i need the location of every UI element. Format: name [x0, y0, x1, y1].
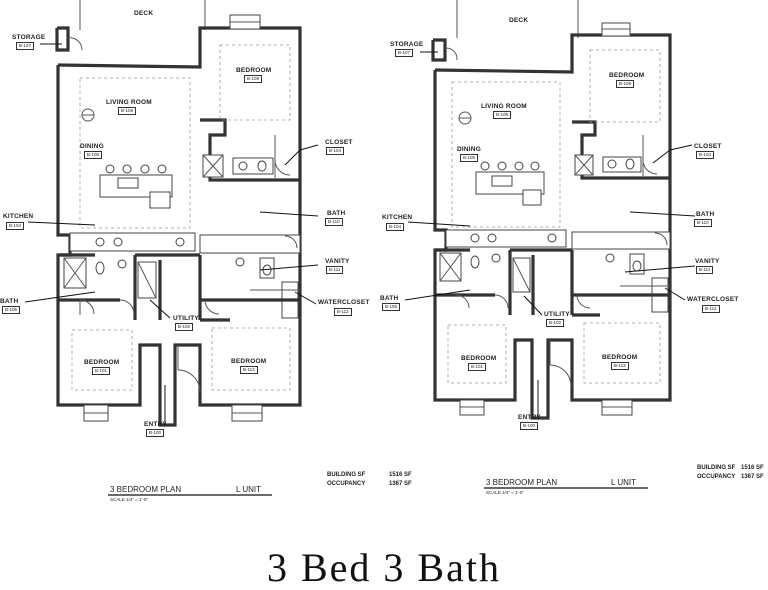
- plan-stats: BUILDING SF 1516 SF OCCUPANCY 1367 SF: [697, 464, 764, 482]
- living-room-tag: B-108: [118, 107, 137, 115]
- plan-title: 3 BEDROOM PLAN: [110, 485, 182, 494]
- building-sf-label: BUILDING SF: [327, 472, 366, 478]
- occupancy-value: 1367 SF: [741, 474, 764, 480]
- closet-tag: B-104: [326, 147, 345, 155]
- occupancy-value: 1367 SF: [389, 481, 412, 487]
- bath-left-label: BATH: [380, 295, 399, 302]
- watercloset-tag: B-112: [702, 305, 720, 313]
- bedroom-right-label: BEDROOM: [602, 354, 638, 361]
- building-sf-value: 1516 SF: [389, 472, 412, 478]
- utility-label: UTILITY: [173, 315, 199, 322]
- deck-label: DECK: [509, 17, 529, 24]
- bedroom-top-tag: B-109: [616, 80, 635, 88]
- bedroom-left-tag: B-101: [468, 363, 487, 371]
- utility-tag: B-102: [175, 323, 194, 331]
- plan-title: 3 BEDROOM PLAN: [486, 478, 558, 487]
- occupancy-label: OCCUPANCY: [327, 481, 366, 487]
- plan-unit: L UNIT: [611, 478, 637, 487]
- deck-label: DECK: [134, 10, 154, 17]
- bedroom-top-tag: B-109: [244, 75, 263, 83]
- vanity-label: VANITY: [325, 258, 350, 265]
- bedroom-left-label: BEDROOM: [84, 359, 120, 366]
- dining-tag: B-105: [460, 154, 479, 162]
- kitchen-tag: B-104: [6, 222, 25, 230]
- bedroom-left-tag: B-101: [92, 367, 111, 375]
- bath-left-tag: B-105: [2, 306, 21, 314]
- entry-tag: B-100: [146, 429, 165, 437]
- floor-plan-right: DECK STORAGE B-107 BEDROOM B-109 LIVING …: [380, 0, 768, 500]
- dining-label: DINING: [80, 143, 104, 150]
- bedroom-right-tag: B-113: [611, 362, 629, 370]
- bedroom-top-label: BEDROOM: [236, 67, 272, 74]
- floor-plan-left-drawing: [24, 0, 319, 496]
- kitchen-label: KITCHEN: [382, 214, 413, 221]
- building-sf-label: BUILDING SF: [697, 465, 736, 471]
- bath-right-tag: B-110: [694, 219, 712, 227]
- closet-tag: B-104: [696, 151, 715, 159]
- utility-label: UTILITY: [544, 311, 570, 318]
- dining-label: DINING: [457, 146, 481, 153]
- storage-tag: B-107: [395, 49, 414, 57]
- dining-tag: B-105: [84, 151, 103, 159]
- bedroom-right-tag: B-113: [240, 366, 258, 374]
- kitchen-tag: B-104: [386, 223, 405, 231]
- vanity-tag: B-111: [326, 266, 344, 274]
- entry-tag: B-100: [520, 422, 539, 430]
- living-room-tag: B-108: [493, 111, 512, 119]
- entry-label: ENTRY: [518, 414, 541, 421]
- storage-tag: B-107: [16, 42, 35, 50]
- floor-plan-right-drawing: [404, 0, 696, 489]
- vanity-tag: B-111: [696, 266, 714, 274]
- living-room-label: LIVING ROOM: [481, 103, 527, 110]
- storage-label: STORAGE: [12, 34, 46, 41]
- plan-scale: SCALE 1/4" = 1'-0": [110, 497, 148, 502]
- closet-label: CLOSET: [325, 139, 353, 146]
- vanity-label: VANITY: [695, 258, 720, 265]
- bedroom-left-label: BEDROOM: [461, 355, 497, 362]
- kitchen-label: KITCHEN: [3, 213, 34, 220]
- watercloset-tag: B-112: [334, 308, 352, 316]
- plan-scale: SCALE 1/4" = 1'-0": [486, 490, 524, 495]
- watercloset-label: WATERCLOSET: [318, 299, 370, 306]
- bath-right-label: BATH: [327, 210, 346, 217]
- bedroom-top-label: BEDROOM: [609, 72, 645, 79]
- bath-left-label: BATH: [0, 298, 19, 305]
- closet-label: CLOSET: [694, 143, 722, 150]
- floor-plan-left: DECK STORAGE B-107 BEDROOM B-109 LIVING …: [0, 0, 412, 502]
- occupancy-label: OCCUPANCY: [697, 474, 736, 480]
- living-room-label: LIVING ROOM: [106, 99, 152, 106]
- caption-title: 3 Bed 3 Bath: [267, 545, 501, 590]
- storage-label: STORAGE: [390, 41, 424, 48]
- building-sf-value: 1516 SF: [741, 465, 764, 471]
- bath-left-tag: B-105: [382, 303, 401, 311]
- bath-right-label: BATH: [696, 211, 715, 218]
- plan-stats: BUILDING SF 1516 SF OCCUPANCY 1367 SF: [327, 471, 412, 489]
- bath-right-tag: B-110: [325, 218, 343, 226]
- utility-tag: B-102: [546, 319, 565, 327]
- entry-label: ENTRY: [144, 421, 167, 428]
- plan-unit: L UNIT: [236, 485, 262, 494]
- bedroom-right-label: BEDROOM: [231, 358, 267, 365]
- watercloset-label: WATERCLOSET: [687, 296, 739, 303]
